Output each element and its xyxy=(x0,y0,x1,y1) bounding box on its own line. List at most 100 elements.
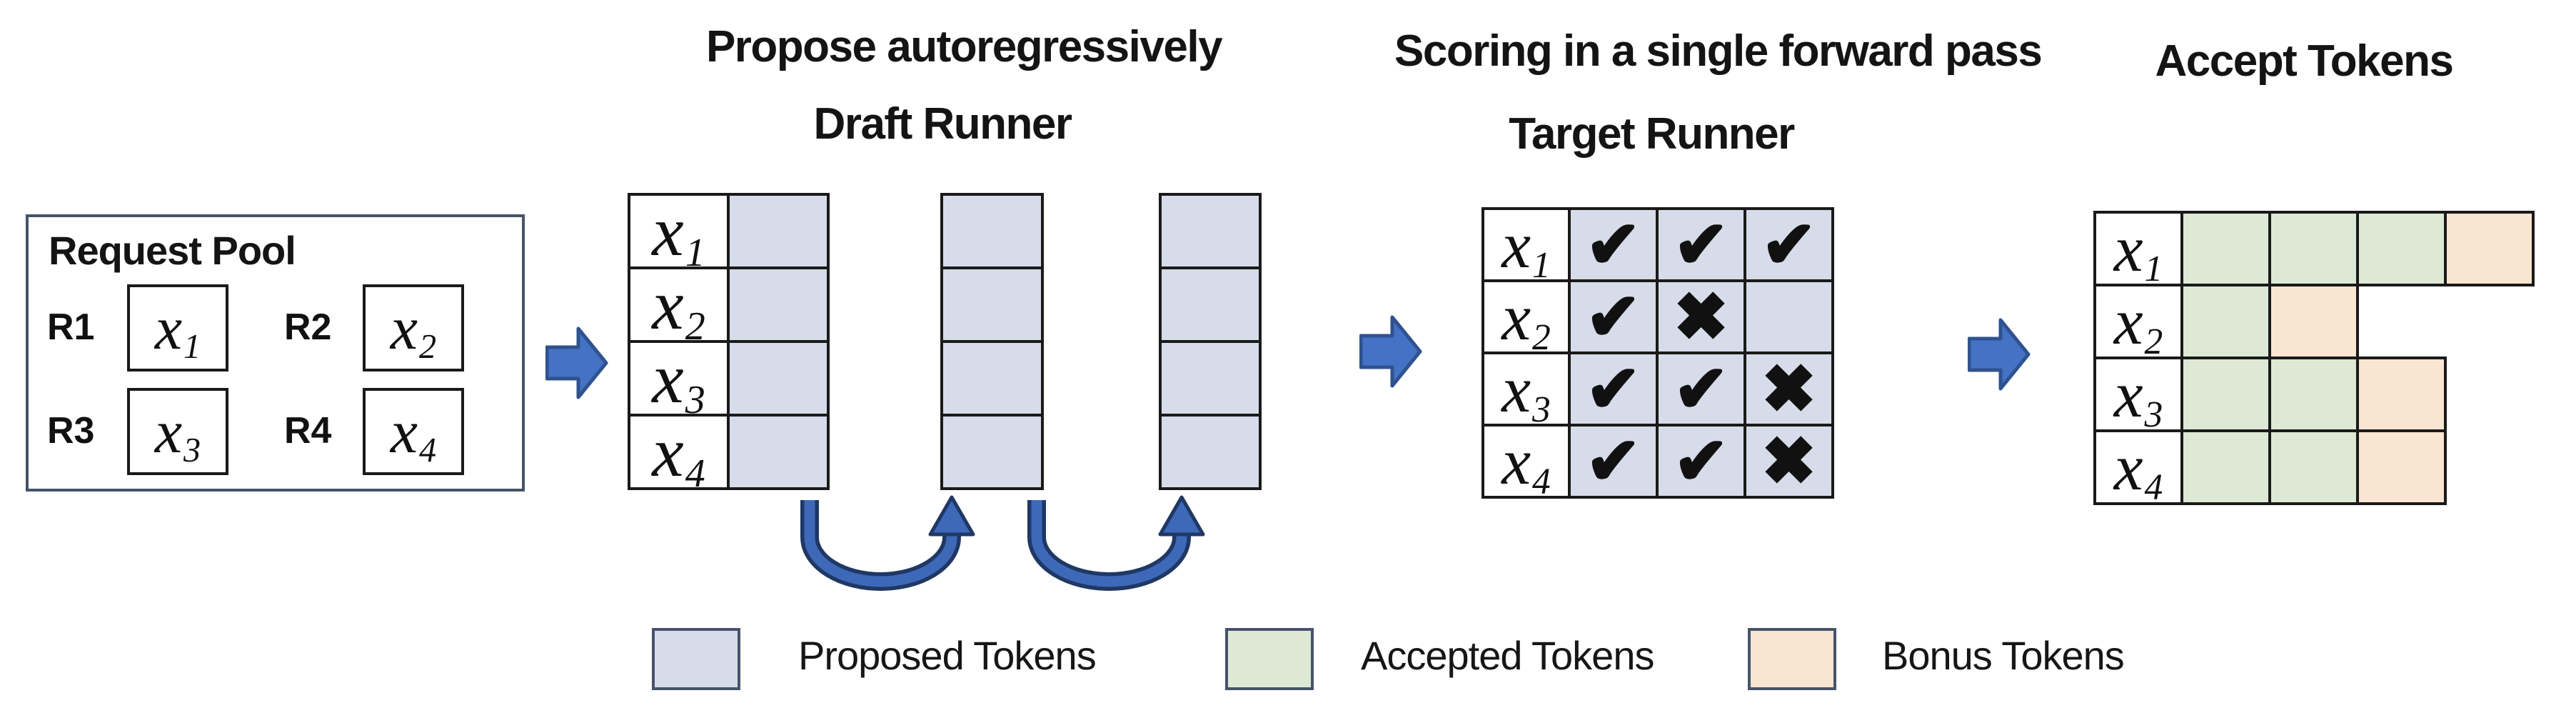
score-cell: ✔ xyxy=(1568,207,1659,282)
accept-token-label-cell: x3 xyxy=(2093,357,2183,436)
check-mark-icon: ✔ xyxy=(1672,350,1730,427)
token-math-label: x1 xyxy=(154,294,201,367)
token-math-label: x1 xyxy=(1501,208,1551,286)
cross-mark-icon: ✖ xyxy=(1760,350,1818,427)
accepted-token-cell xyxy=(2180,429,2271,505)
token-math-label: x4 xyxy=(390,397,437,470)
check-mark-icon: ✔ xyxy=(1584,206,1642,283)
request-token-box: x2 xyxy=(363,284,464,372)
up-arrowhead-icon xyxy=(928,495,975,537)
draft-proposed-cell xyxy=(940,414,1044,490)
score-cell: ✔ xyxy=(1656,424,1746,499)
score-cell: ✔ xyxy=(1568,279,1659,354)
score-cell: ✖ xyxy=(1744,424,1834,499)
right-arrow-icon xyxy=(1968,318,2031,391)
request-id-label: R1 xyxy=(47,306,95,348)
right-arrow-icon xyxy=(545,326,608,399)
token-math-label: x3 xyxy=(2113,358,2163,436)
proposed-tokens-swatch xyxy=(652,628,740,690)
accept-token-label-cell: x2 xyxy=(2093,284,2183,363)
legend-label-bonus: Bonus Tokens xyxy=(1882,633,2125,678)
draft-token-label-cell: x2 xyxy=(628,264,730,349)
score-cell: ✔ xyxy=(1744,207,1834,282)
request-token-box: x4 xyxy=(363,388,464,475)
check-mark-icon: ✔ xyxy=(1584,422,1642,499)
flow-arrow-target-to-accept xyxy=(1968,318,2031,391)
token-math-label: x2 xyxy=(652,264,705,349)
score-cell: ✔ xyxy=(1656,207,1746,282)
token-math-label: x2 xyxy=(2113,285,2163,363)
score-cell: ✔ xyxy=(1656,352,1746,427)
accepted-token-cell xyxy=(2180,211,2271,286)
draft-proposed-cell xyxy=(727,414,830,490)
accepted-token-cell xyxy=(2268,429,2359,505)
flow-arrow-pool-to-draft xyxy=(545,326,608,399)
draft-proposed-cell xyxy=(727,266,830,343)
request-token-box: x3 xyxy=(127,388,228,475)
draft-token-label-cell: x1 xyxy=(628,191,730,276)
cross-mark-icon: ✖ xyxy=(1672,278,1730,355)
target-token-label-cell: x3 xyxy=(1481,352,1571,428)
flow-arrow-draft-to-target xyxy=(1359,315,1422,388)
score-cell: ✖ xyxy=(1744,352,1834,427)
draft-token-label-cell: x3 xyxy=(628,338,730,423)
request-id-label: R2 xyxy=(284,306,332,348)
right-arrow-icon xyxy=(1359,315,1422,388)
bonus-tokens-swatch xyxy=(1748,628,1836,690)
draft-runner-title: Draft Runner xyxy=(813,99,1072,149)
target-token-label-cell: x1 xyxy=(1481,207,1571,286)
draft-proposed-cell xyxy=(727,340,830,417)
accepted-tokens-swatch xyxy=(1225,628,1314,690)
check-mark-icon: ✔ xyxy=(1672,422,1730,499)
draft-proposed-cell xyxy=(1159,340,1262,417)
token-math-label: x4 xyxy=(2113,431,2163,509)
target-runner-title: Target Runner xyxy=(1509,109,1795,159)
score-cell: ✔ xyxy=(1568,424,1659,499)
accepted-token-cell xyxy=(2356,211,2447,286)
check-mark-icon: ✔ xyxy=(1584,350,1642,427)
request-id-label: R3 xyxy=(47,410,95,452)
autoregressive-loop-arrows xyxy=(800,495,1205,591)
bonus-token-cell xyxy=(2268,284,2359,359)
bonus-token-cell xyxy=(2444,211,2535,286)
accepted-token-cell xyxy=(2268,211,2359,286)
request-pool-title: Request Pool xyxy=(49,228,296,273)
legend-label-proposed: Proposed Tokens xyxy=(798,633,1097,678)
score-cell xyxy=(1744,279,1834,354)
token-math-label: x3 xyxy=(652,338,705,423)
accepted-token-cell xyxy=(2268,357,2359,432)
draft-proposed-cell xyxy=(940,266,1044,343)
bonus-token-cell xyxy=(2356,357,2447,432)
token-math-label: x4 xyxy=(1501,424,1551,502)
token-math-label: x4 xyxy=(652,412,705,497)
draft-proposed-cell xyxy=(940,340,1044,417)
check-mark-icon: ✔ xyxy=(1760,206,1818,283)
draft-proposed-cell xyxy=(940,193,1044,269)
draft-token-label-cell: x4 xyxy=(628,412,730,497)
token-math-label: x3 xyxy=(154,397,201,470)
draft-stage-title: Propose autoregressively xyxy=(705,22,1223,71)
token-math-label: x1 xyxy=(652,191,705,276)
bonus-token-cell xyxy=(2356,429,2447,505)
scoring-stage-title: Scoring in a single forward pass xyxy=(1394,26,2043,76)
check-mark-icon: ✔ xyxy=(1584,278,1642,355)
score-cell: ✔ xyxy=(1568,352,1659,427)
target-token-label-cell: x2 xyxy=(1481,279,1571,358)
request-id-label: R4 xyxy=(284,410,332,452)
accept-token-label-cell: x1 xyxy=(2093,211,2183,288)
accept-stage-title: Accept Tokens xyxy=(2155,36,2454,86)
target-token-label-cell: x4 xyxy=(1481,424,1571,502)
token-math-label: x2 xyxy=(1501,280,1551,358)
check-mark-icon: ✔ xyxy=(1672,206,1730,283)
draft-proposed-cell xyxy=(727,193,830,269)
accepted-token-cell xyxy=(2180,284,2271,359)
accept-token-label-cell: x4 xyxy=(2093,429,2183,509)
cross-mark-icon: ✖ xyxy=(1760,422,1818,499)
up-arrowhead-icon xyxy=(1158,495,1205,537)
score-cell: ✖ xyxy=(1656,279,1746,354)
draft-proposed-cell xyxy=(1159,414,1262,490)
legend-label-accepted: Accepted Tokens xyxy=(1361,633,1654,678)
token-math-label: x2 xyxy=(390,294,437,367)
draft-proposed-cell xyxy=(1159,266,1262,343)
